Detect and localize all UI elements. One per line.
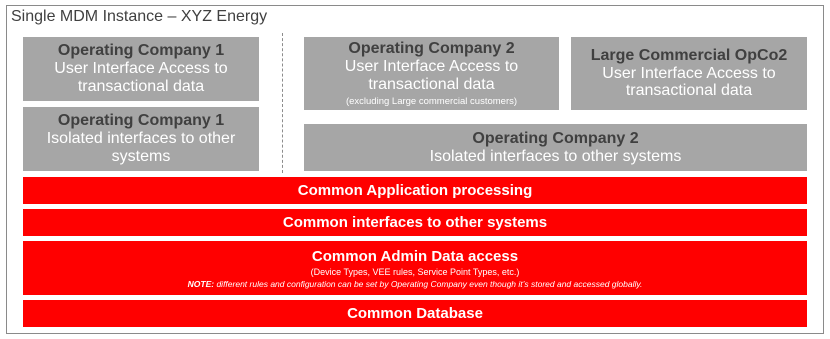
opco1-ui-line2: transactional data [77,77,205,95]
opco2-ui-heading: Operating Company 2 [348,39,515,57]
opco1-iso-line1: Isolated interfaces to other [46,130,236,148]
note-label: NOTE: [187,278,215,289]
large-ui-line1: User Interface Access to [602,64,776,82]
common-database-label: Common Database [347,305,483,322]
opco2-iso-line1: Isolated interfaces to other systems [429,147,682,165]
note-text: different rules and configuration can be… [214,278,643,289]
large-ui-heading: Large Commercial OpCo2 [590,46,788,64]
mdm-instance-frame [6,5,824,334]
opco1-iso-line2: systems [111,147,171,165]
opco1-iso-heading: Operating Company 1 [57,112,225,130]
opco1-isolated-interfaces-box: Operating Company 1 Isolated interfaces … [23,107,259,171]
diagram-title: Single MDM Instance – XYZ Energy [11,8,268,25]
opco1-ui-line1: User Interface Access to [54,60,228,78]
opco2-ui-exclusion-note: (excluding Large commercial customers) [345,95,518,107]
common-interfaces-label: Common interfaces to other systems [282,214,548,231]
common-application-processing-bar: Common Application processing [23,177,807,204]
opco1-ui-access-box: Operating Company 1 User Interface Acces… [23,37,259,101]
opco2-ui-line2: transactional data [368,75,495,93]
large-commercial-ui-access-box: Large Commercial OpCo2 User Interface Ac… [571,37,807,110]
opco-divider-line [282,33,283,173]
opco1-ui-heading: Operating Company 1 [57,42,225,60]
opco2-ui-access-box: Operating Company 2 User Interface Acces… [304,37,559,110]
common-database-bar: Common Database [23,300,807,327]
opco2-iso-heading: Operating Company 2 [472,129,639,147]
large-ui-line2: transactional data [625,82,753,100]
common-admin-data-bar: Common Admin Data access (Device Types, … [23,241,807,295]
opco2-ui-line1: User Interface Access to [344,57,519,75]
common-admin-note: NOTE: different rules and configuration … [188,279,643,289]
common-admin-detail: (Device Types, VEE rules, Service Point … [310,266,520,277]
common-interfaces-bar: Common interfaces to other systems [23,209,807,236]
common-admin-label: Common Admin Data access [311,247,519,265]
opco2-isolated-interfaces-box: Operating Company 2 Isolated interfaces … [304,124,807,171]
common-app-label: Common Application processing [297,182,533,199]
